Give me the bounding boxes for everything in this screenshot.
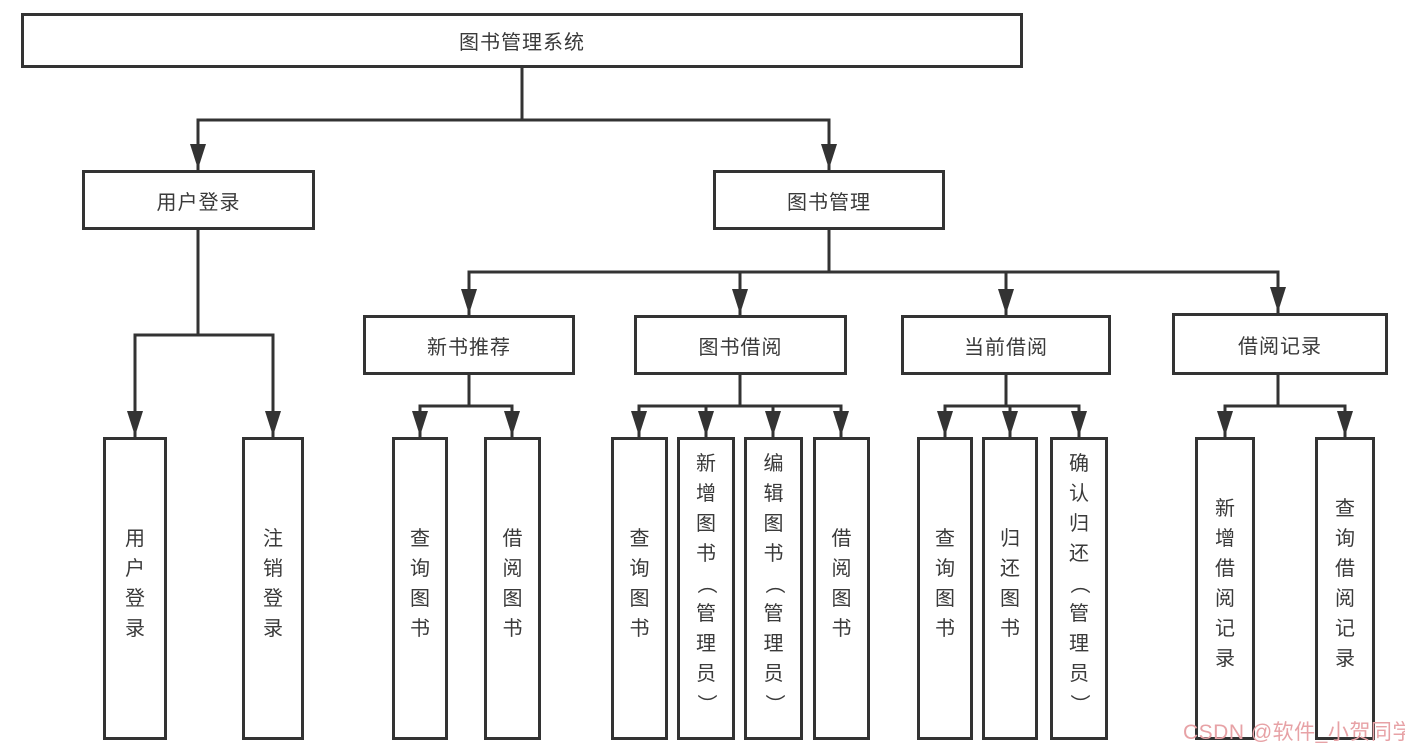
leaf-bb-borrow-books: 借阅图书 bbox=[813, 437, 870, 740]
node-borrow-records: 借阅记录 bbox=[1172, 313, 1388, 375]
connector-userlogin-group bbox=[127, 228, 281, 438]
node-book-borrow: 图书借阅 bbox=[634, 315, 847, 375]
leaf-cb-confirm-return: 确认归还（管理员） bbox=[1050, 437, 1108, 740]
leaf-cb-confirm-return-label: 确认归还（管理员） bbox=[1068, 452, 1090, 714]
leaf-br-query-record-label: 查询借阅记录 bbox=[1335, 497, 1355, 670]
node-user-login: 用户登录 bbox=[82, 170, 315, 230]
connector-borrowrecords-group bbox=[1217, 373, 1353, 438]
leaf-br-query-record: 查询借阅记录 bbox=[1315, 437, 1375, 740]
leaf-rec-query-books: 查询图书 bbox=[392, 437, 448, 740]
leaf-bb-query-books-label: 查询图书 bbox=[629, 527, 650, 640]
leaf-br-add-record-label: 新增借阅记录 bbox=[1215, 497, 1235, 670]
leaf-user-login: 用户登录 bbox=[103, 437, 167, 740]
leaf-bb-query-books: 查询图书 bbox=[611, 437, 668, 740]
leaf-bb-edit-books-label: 编辑图书（管理员） bbox=[762, 452, 785, 714]
leaf-logout: 注销登录 bbox=[242, 437, 304, 740]
connector-root-to-level2 bbox=[190, 66, 837, 171]
node-current-borrow: 当前借阅 bbox=[901, 315, 1111, 375]
leaf-cb-query-books: 查询图书 bbox=[917, 437, 973, 740]
leaf-rec-query-books-label: 查询图书 bbox=[410, 527, 430, 640]
connector-newbookrec-group bbox=[412, 373, 520, 438]
leaf-logout-label: 注销登录 bbox=[263, 527, 283, 640]
leaf-br-add-record: 新增借阅记录 bbox=[1195, 437, 1255, 740]
leaf-cb-return-books-label: 归还图书 bbox=[1000, 527, 1020, 640]
leaf-bb-add-books-label: 新增图书（管理员） bbox=[695, 452, 717, 714]
leaf-cb-query-books-label: 查询图书 bbox=[935, 527, 955, 640]
node-root: 图书管理系统 bbox=[21, 13, 1023, 68]
leaf-bb-add-books: 新增图书（管理员） bbox=[677, 437, 735, 740]
leaf-cb-return-books: 归还图书 bbox=[982, 437, 1038, 740]
node-new-book-rec: 新书推荐 bbox=[363, 315, 575, 375]
node-borrow-records-label: 借阅记录 bbox=[1238, 335, 1322, 358]
leaf-bb-borrow-books-label: 借阅图书 bbox=[831, 527, 852, 640]
leaf-bb-edit-books: 编辑图书（管理员） bbox=[744, 437, 803, 740]
leaf-rec-borrow-books: 借阅图书 bbox=[484, 437, 541, 740]
node-root-label: 图书管理系统 bbox=[459, 32, 585, 54]
leaf-user-login-label: 用户登录 bbox=[125, 527, 145, 640]
connector-currentborrow-group bbox=[937, 373, 1087, 438]
node-book-borrow-label: 图书借阅 bbox=[698, 336, 783, 359]
node-current-borrow-label: 当前借阅 bbox=[964, 336, 1048, 359]
node-book-mgmt-label: 图书管理 bbox=[787, 191, 871, 214]
leaf-rec-borrow-books-label: 借阅图书 bbox=[502, 527, 523, 640]
connector-bookborrow-group bbox=[631, 373, 849, 438]
connector-bookmgmt-to-level3 bbox=[461, 228, 1286, 316]
csdn-watermark: CSDN @软件_小贺同学 bbox=[1183, 721, 1405, 744]
node-book-mgmt: 图书管理 bbox=[713, 170, 945, 230]
node-user-login-label: 用户登录 bbox=[156, 191, 241, 214]
node-new-book-rec-label: 新书推荐 bbox=[427, 336, 511, 359]
